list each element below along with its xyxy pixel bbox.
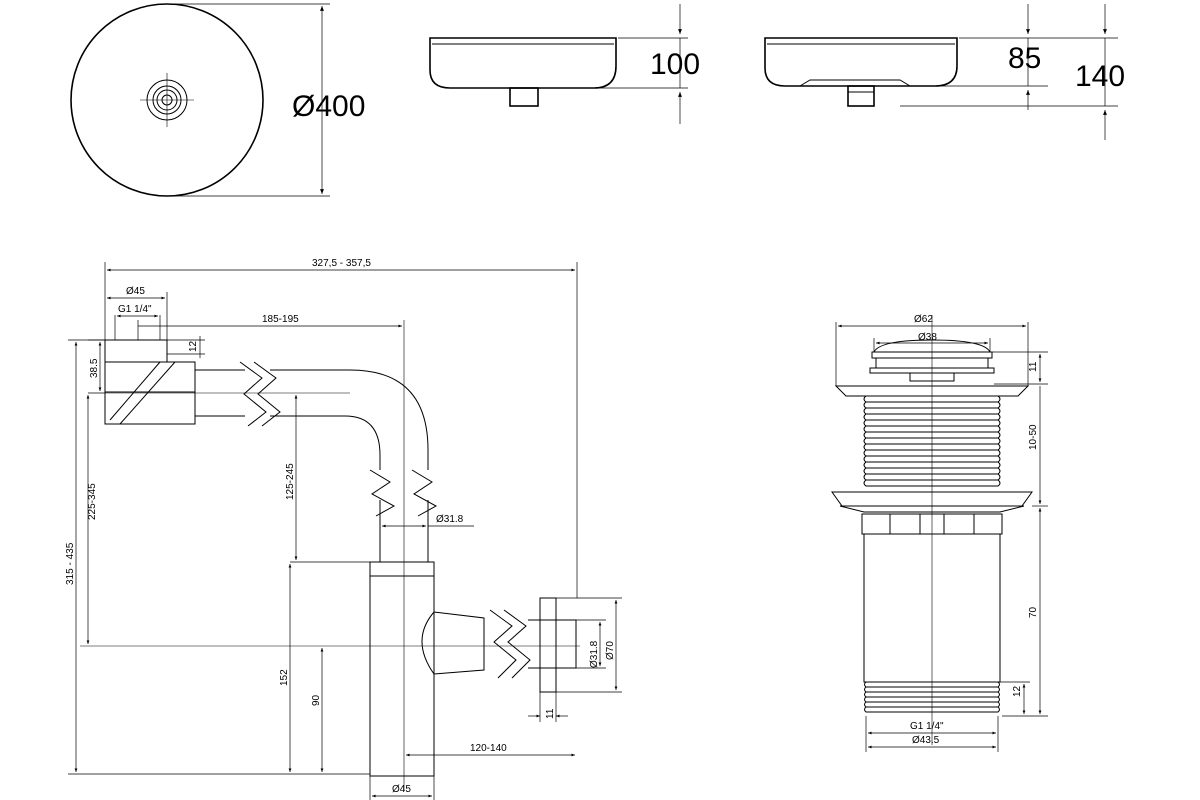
- siphon-overall-width-label: 327,5 - 357,5: [312, 258, 371, 269]
- siphon-tube-diameter-label: Ø31.8: [436, 514, 464, 525]
- basin-height-left-label: 100: [650, 48, 700, 81]
- siphon-inlet-diameter-label: Ø45: [126, 286, 145, 297]
- siphon-flange-thickness-label: 11: [545, 708, 556, 719]
- drain-cap-height-label: 11: [1028, 361, 1039, 372]
- siphon-height-total-label: 315 - 435: [65, 542, 76, 585]
- siphon-inlet-height-label: 38.5: [89, 358, 100, 378]
- siphon-outlet-reach-label: 120-140: [470, 743, 507, 754]
- siphon-drawing: 327,5 - 357,5 Ø45 G1 1/4" 185-195 12 38.…: [65, 258, 622, 800]
- siphon-nut-height-label: 12: [188, 340, 199, 352]
- siphon-outlet-diameter-label: Ø31.8: [589, 640, 600, 668]
- basin-side-view-2: 85 140: [764, 4, 1125, 140]
- basin-top-view: Ø400: [70, 3, 365, 197]
- siphon-inlet-thread-label: G1 1/4": [118, 304, 152, 315]
- basin-side-view-1: 100: [429, 4, 700, 124]
- basin-height-inner-label: 85: [1008, 42, 1041, 75]
- drain-thread-height-label: 12: [1012, 685, 1023, 697]
- basin-height-total-label: 140: [1075, 60, 1125, 93]
- drain-cap-diameter-label: Ø62: [914, 314, 933, 325]
- siphon-height-90-label: 90: [311, 694, 322, 706]
- siphon-height-152-label: 152: [279, 669, 290, 686]
- drain-body-length-label: 70: [1028, 606, 1039, 618]
- thread-ridge: [864, 706, 1000, 713]
- drain-adjust-range-label: 10-50: [1028, 424, 1039, 450]
- drain-drawing: Ø62 Ø38 11 10-50 70 12 G1 1/4" Ø43.5: [831, 314, 1048, 752]
- siphon-flange-diameter-label: Ø70: [605, 641, 616, 660]
- thread-ridge: [863, 479, 1001, 487]
- siphon-riser-adjust-label: 125-245: [285, 463, 296, 500]
- siphon-body-diameter-label: Ø45: [392, 784, 411, 795]
- siphon-height-mid-label: 225-345: [87, 483, 98, 520]
- siphon-horizontal-reach-label: 185-195: [262, 314, 299, 325]
- drain-outer-diameter-label: Ø43.5: [912, 735, 940, 746]
- basin-diameter-label: Ø400: [292, 90, 365, 123]
- drain-thread-label: G1 1/4": [910, 721, 944, 732]
- drain-inner-diameter-label: Ø38: [918, 332, 937, 343]
